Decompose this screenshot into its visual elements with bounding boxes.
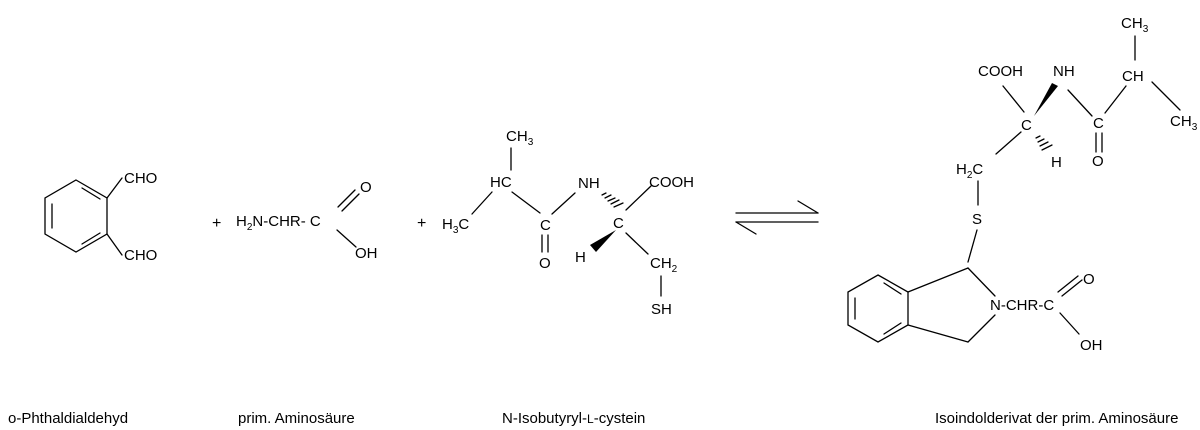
carbonyl-oxygen: O <box>360 179 372 196</box>
carboxyl-group-right: COOH <box>978 63 1023 80</box>
alpha-carbon-right: C <box>1021 117 1032 134</box>
amide-oxygen: O <box>539 255 551 272</box>
methine-group-right: CH <box>1122 68 1144 85</box>
molecule-n-isobutyryl-l-cysteine: CH3 HC H3C C O NH C COOH H CH2 SH <box>442 128 694 318</box>
methylene-group: CH2 <box>650 255 678 275</box>
amide-carbon: C <box>540 217 551 234</box>
aldehyde-group-bottom: CHO <box>124 247 157 264</box>
alpha-hydrogen: H <box>575 249 586 266</box>
methylene-group-right: H2C <box>956 161 983 181</box>
caption-n-isobutyryl-l-cysteine: N-Isobutyryl-L-cystein <box>502 410 645 427</box>
methyl-group-left: H3C <box>442 216 469 236</box>
alpha-carbon: C <box>613 215 624 232</box>
isoindole-nitrogen-chain: N-CHR-C <box>990 297 1054 314</box>
equilibrium-arrow <box>735 200 819 235</box>
amide-carbon-right: C <box>1093 115 1104 132</box>
methine-group: HC <box>490 174 512 191</box>
thiol-group: SH <box>651 301 672 318</box>
amine-group: H2N-CHR- C <box>236 213 321 233</box>
alpha-hydrogen-right: H <box>1051 154 1062 171</box>
hydroxyl-group-right: OH <box>1080 337 1103 354</box>
molecule-o-phthaldialdehyde: CHO CHO <box>44 170 157 264</box>
methyl-group-right: CH3 <box>1170 113 1198 133</box>
caption-o-phthaldialdehyde: o-Phthaldialdehyd <box>8 410 128 427</box>
carboxyl-group: COOH <box>649 174 694 191</box>
plus-sign-2: + <box>417 215 426 232</box>
caption-isoindole-derivative: Isoindolderivat der prim. Aminosäure <box>935 410 1178 427</box>
aldehyde-group-top: CHO <box>124 170 157 187</box>
methyl-group-top-right: CH3 <box>1121 15 1149 35</box>
amide-nh-right: NH <box>1053 63 1075 80</box>
molecule-primary-amino-acid: H2N-CHR- C O OH <box>236 179 378 262</box>
hydroxyl-group: OH <box>355 245 378 262</box>
amide-nh: NH <box>578 175 600 192</box>
carbonyl-oxygen-right: O <box>1083 271 1095 288</box>
amide-oxygen-right: O <box>1092 153 1104 170</box>
methyl-group-top: CH3 <box>506 128 534 148</box>
plus-sign-1: + <box>212 215 221 232</box>
caption-primary-amino-acid: prim. Aminosäure <box>238 410 355 427</box>
molecule-isoindole-derivative: CH3 CH CH3 C O NH COOH C H H2C S <box>847 15 1198 354</box>
sulfur-atom: S <box>972 211 982 228</box>
